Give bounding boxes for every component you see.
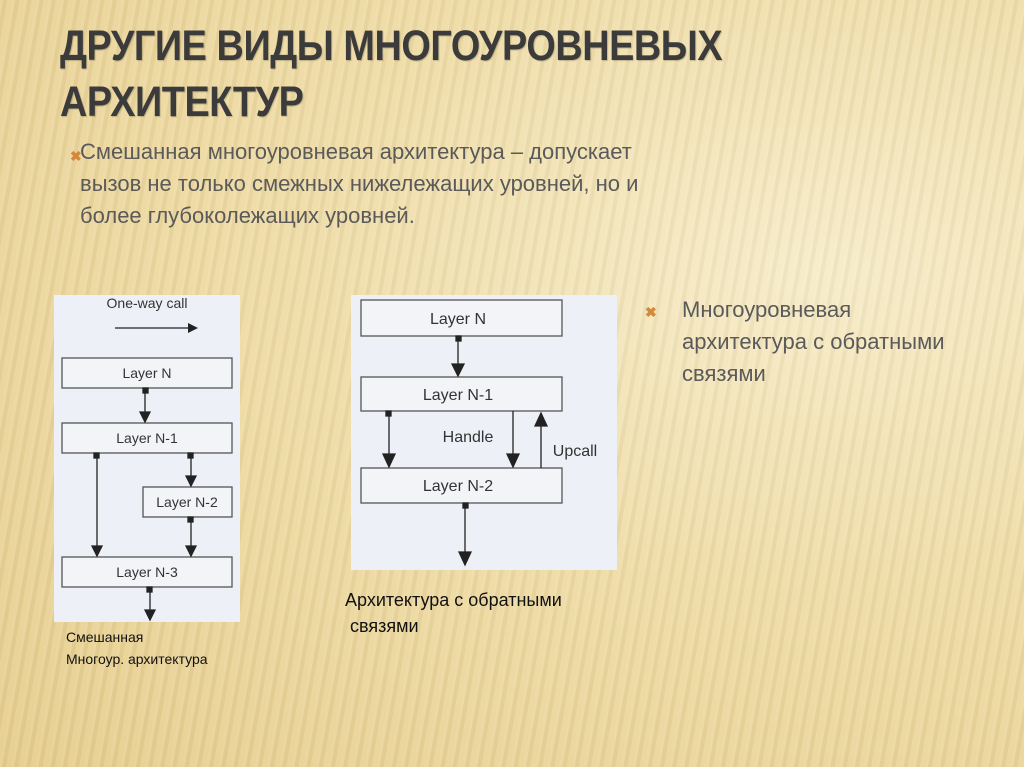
layer-label: Layer N-2: [156, 494, 218, 510]
layer-label: Layer N-1: [423, 387, 493, 404]
caption-line: Смешанная: [66, 629, 144, 645]
bullet-feedback-architecture: Многоуровневая архитектура с обратными с…: [682, 297, 945, 386]
caption-feedback: Архитектура с обратными связями: [345, 587, 562, 639]
layer-box: [360, 299, 563, 337]
layer-box: [61, 422, 233, 454]
layer-box: [61, 357, 233, 389]
upcall-label: Upcall: [553, 443, 597, 460]
layer-label: Layer N-1: [116, 430, 178, 446]
x-mark-icon: ✖: [70, 148, 82, 164]
bullet-mixed-architecture: Смешанная многоуровневая архитектура – д…: [80, 139, 639, 228]
layer-box: [61, 556, 233, 588]
slide-title: ДРУГИЕ ВИДЫ МНОГОУРОВНЕВЫХ АРХИТЕКТУР: [60, 22, 723, 126]
caption-line: Архитектура с обратными: [345, 590, 562, 610]
layer-box: [360, 467, 563, 504]
caption-mixed: Смешанная Многоур. архитектура: [66, 626, 208, 670]
layer-label: Layer N: [122, 365, 171, 381]
caption-line: связями: [350, 616, 419, 636]
x-mark-icon: ✖: [645, 304, 657, 320]
legend-label: One-way call: [107, 295, 188, 311]
layer-label: Layer N-2: [423, 478, 493, 495]
diagram-mixed: One-way call Layer N Layer N-1 Layer N-2…: [54, 295, 240, 622]
layer-label: Layer N-3: [116, 564, 178, 580]
handle-label: Handle: [443, 429, 494, 446]
caption-line: Многоур. архитектура: [66, 651, 208, 667]
layer-box: [360, 376, 563, 412]
layer-label: Layer N: [430, 311, 486, 328]
diagram-feedback: Layer N Layer N-1 Layer N-2 Handle Upcal…: [351, 295, 617, 570]
layer-box: [142, 486, 233, 518]
